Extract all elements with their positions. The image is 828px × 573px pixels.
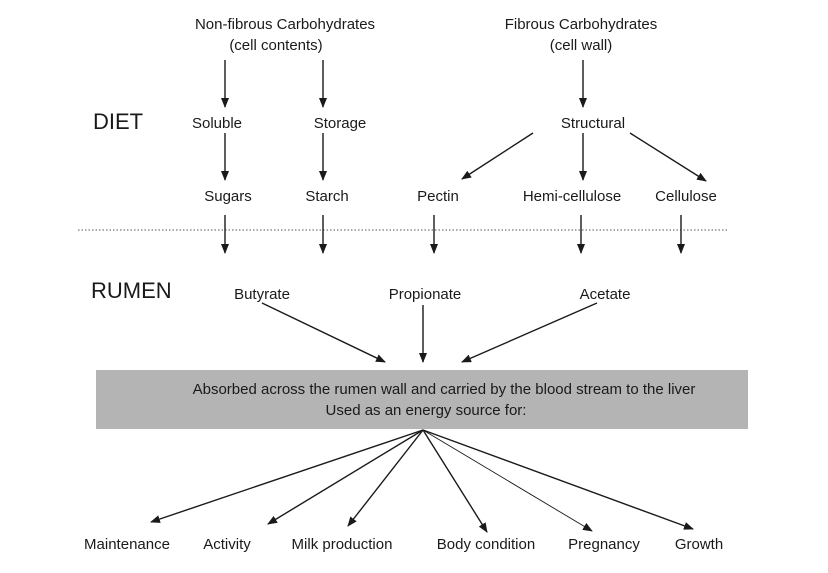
- fibrous-title: Fibrous Carbohydrates: [505, 16, 658, 33]
- arrow-to-activity: [267, 429, 424, 525]
- butyrate-label: Butyrate: [234, 286, 290, 303]
- use-pregnancy: Pregnancy: [568, 536, 640, 553]
- use-body-condition: Body condition: [437, 536, 535, 553]
- starch-label: Starch: [305, 188, 348, 205]
- arrow-to-growth: [422, 429, 694, 530]
- section-label-rumen: RUMEN: [91, 278, 172, 303]
- cellulose-label: Cellulose: [655, 188, 717, 205]
- hemicellulose-label: Hemi-cellulose: [523, 188, 621, 205]
- arrow-acetate-to-absorption: [461, 302, 598, 363]
- use-activity: Activity: [203, 536, 251, 553]
- arrow-to-milk-production: [347, 429, 424, 527]
- storage-label: Storage: [314, 115, 367, 132]
- soluble-label: Soluble: [192, 115, 242, 132]
- use-growth: Growth: [675, 536, 723, 553]
- arrow-to-body-condition: [422, 429, 488, 533]
- arrow-structural-to-cellulose: [629, 132, 707, 182]
- arrow-to-pregnancy: [422, 429, 593, 532]
- acetate-label: Acetate: [580, 286, 631, 303]
- absorption-text-line2: Used as an energy source for:: [326, 402, 527, 419]
- sugars-label: Sugars: [204, 188, 252, 205]
- pectin-label: Pectin: [417, 188, 459, 205]
- absorption-box: [96, 370, 748, 429]
- non-fibrous-subtitle: (cell contents): [229, 37, 322, 54]
- absorption-text-line1: Absorbed across the rumen wall and carri…: [193, 381, 696, 398]
- propionate-label: Propionate: [389, 286, 462, 303]
- arrow-butyrate-to-absorption: [261, 302, 386, 363]
- section-label-diet: DIET: [93, 109, 143, 134]
- use-maintenance: Maintenance: [84, 536, 170, 553]
- fibrous-subtitle: (cell wall): [550, 37, 613, 54]
- use-milk-production: Milk production: [292, 536, 393, 553]
- arrow-to-maintenance: [150, 429, 424, 523]
- structural-label: Structural: [561, 115, 625, 132]
- arrow-structural-to-pectin: [461, 132, 534, 180]
- non-fibrous-title: Non-fibrous Carbohydrates: [195, 16, 375, 33]
